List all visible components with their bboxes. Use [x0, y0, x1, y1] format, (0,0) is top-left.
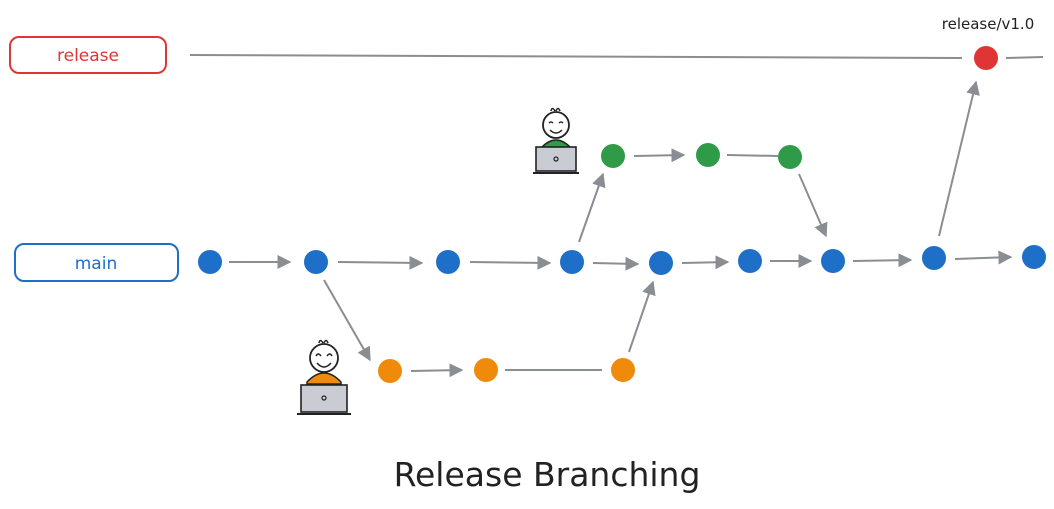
commit-node — [1022, 245, 1046, 269]
commit-node — [378, 359, 402, 383]
commit-node — [474, 358, 498, 382]
feature-a-commits — [601, 143, 802, 169]
release-branch-text: release — [57, 46, 119, 66]
commit-node — [649, 251, 673, 275]
commit-node — [601, 144, 625, 168]
developer-with-laptop-icon — [297, 339, 351, 415]
release-commit-node — [974, 46, 998, 70]
commit-node — [821, 249, 845, 273]
release-line — [189, 54, 963, 59]
commit-node — [304, 250, 328, 274]
main-commits — [198, 245, 1046, 275]
release-arrow — [938, 80, 980, 237]
main-branch-arrows — [229, 250, 1013, 271]
commit-node — [560, 250, 584, 274]
release-branch-label: release — [9, 36, 167, 74]
feature-b-commits — [378, 358, 635, 383]
release-tag-label: release/v1.0 — [942, 15, 1034, 33]
feature-b-arrows — [323, 279, 656, 378]
release-line-tail — [1005, 56, 1044, 59]
commit-node — [611, 358, 635, 382]
feature-a-arrows — [578, 148, 828, 243]
diagram-title: Release Branching — [394, 455, 701, 494]
commit-node — [696, 143, 720, 167]
commit-node — [738, 249, 762, 273]
commit-node — [198, 250, 222, 274]
main-branch-text: main — [75, 254, 117, 274]
main-branch-label: main — [14, 243, 179, 282]
developer-with-laptop-icon — [533, 107, 579, 174]
commit-node — [436, 250, 460, 274]
commit-node — [922, 246, 946, 270]
commit-node — [778, 145, 802, 169]
